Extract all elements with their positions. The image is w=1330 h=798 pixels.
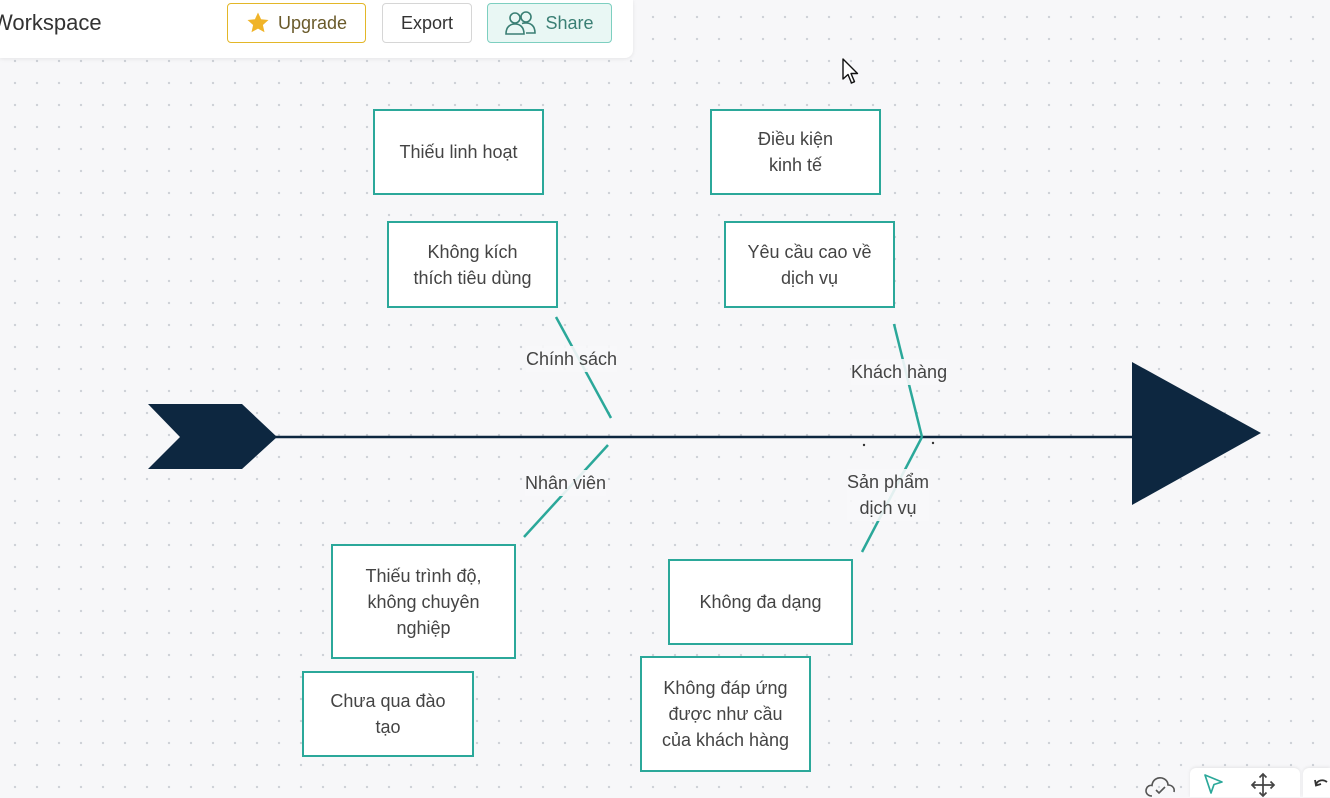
undo-button[interactable] (1303, 768, 1330, 797)
cause-box-thieu-trinh-do[interactable]: Thiếu trình độ, không chuyên nghiệp (331, 544, 516, 659)
share-label: Share (545, 12, 594, 33)
undo-icon (1314, 779, 1328, 787)
top-toolbar: Workspace Upgrade Export Share (0, 0, 633, 58)
export-label: Export (400, 12, 454, 33)
cause-box-yeu-cau-cao-ve-dich-vu[interactable]: Yêu cầu cao về dịch vụ (724, 221, 895, 308)
upgrade-label: Upgrade (277, 12, 348, 33)
move-icon[interactable] (1250, 772, 1276, 798)
bone-label-chinh-sach[interactable]: Chính sách (526, 346, 618, 372)
bone-label-khach-hang[interactable]: Khách hàng (851, 359, 948, 385)
cause-box-chua-qua-dao-tao[interactable]: Chưa qua đào tạo (302, 671, 474, 757)
workspace-title[interactable]: Workspace (0, 10, 102, 35)
bone-label-san-pham-dich-vu[interactable]: Sản phẩm dịch vụ (847, 469, 930, 521)
fishbone-tail[interactable] (148, 404, 277, 469)
star-icon (247, 12, 269, 33)
share-button[interactable]: Share (487, 3, 612, 43)
cloud-check-icon[interactable] (1144, 774, 1176, 797)
anchor-dot (862, 443, 866, 447)
anchor-dot (931, 441, 935, 445)
users-icon (505, 11, 537, 35)
fishbone-head[interactable] (1132, 362, 1261, 505)
cause-box-khong-dap-ung-nhu-cau[interactable]: Không đáp ứng được như cầu của khách hàn… (640, 656, 811, 772)
mouse-pointer-icon (842, 58, 859, 84)
cause-box-thieu-linh-hoat[interactable]: Thiếu linh hoạt (373, 109, 544, 195)
cause-box-khong-kich-thich-tieu-dung[interactable]: Không kích thích tiêu dùng (387, 221, 558, 308)
cause-box-khong-da-dang[interactable]: Không đa dạng (668, 559, 853, 645)
cause-box-dieu-kien-kinh-te[interactable]: Điều kiện kinh tế (710, 109, 881, 195)
bone-label-nhan-vien[interactable]: Nhân viên (525, 470, 607, 496)
select-arrow-icon[interactable] (1202, 772, 1226, 796)
upgrade-button[interactable]: Upgrade (227, 3, 366, 43)
bottom-toolbar (1190, 768, 1300, 798)
export-button[interactable]: Export (382, 3, 472, 43)
